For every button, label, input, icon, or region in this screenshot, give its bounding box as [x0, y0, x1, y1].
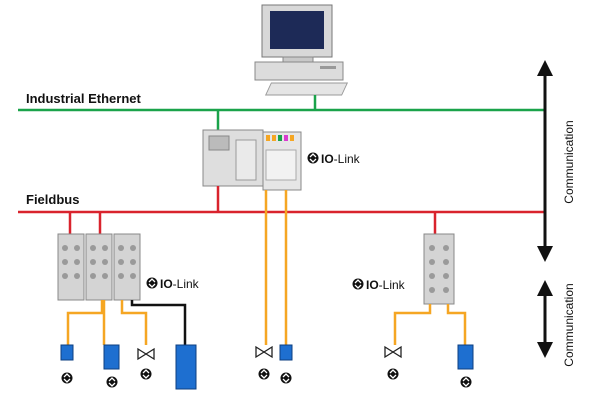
valve-icon: [137, 348, 155, 360]
io-link-logo-icon: [60, 367, 153, 389]
io-link-logo-icon: [145, 276, 159, 290]
sensor-icon: [60, 344, 74, 361]
io-link-master-left: [57, 233, 141, 301]
left-io-cables: [66, 300, 187, 345]
double-arrow-icon: [537, 60, 553, 262]
sensor-icon: [457, 344, 474, 370]
io-link-logo-icon: [351, 277, 365, 291]
fieldbus-bus: [18, 186, 546, 236]
fieldbus-label: Fieldbus: [26, 192, 79, 207]
valve-icon: [255, 346, 273, 358]
io-link-master-right: [423, 233, 455, 305]
industrial-ethernet-bus: [18, 95, 546, 132]
valve-icon: [384, 346, 402, 358]
io-link-label-left: IO-Link: [160, 277, 200, 291]
industrial-ethernet-label: Industrial Ethernet: [26, 91, 142, 106]
sensor-icon: [103, 344, 120, 370]
io-link-logo-icon: [306, 151, 320, 165]
controller-io-cables: [264, 190, 288, 345]
io-link-label-right: IO-Link: [366, 278, 406, 292]
double-arrow-icon: [537, 280, 553, 358]
sensor-icon: [279, 344, 293, 361]
io-link-logo-icon: [386, 367, 473, 389]
sensor-icon: [175, 344, 197, 390]
right-io-cables: [393, 304, 467, 345]
communication-label-lower: Communication: [562, 283, 576, 366]
io-link-logo-icon: [257, 367, 293, 385]
communication-label-upper: Communication: [562, 120, 576, 203]
computer-icon: [254, 4, 349, 96]
io-link-label-controller: IO-Link: [321, 152, 361, 166]
controller-station: [202, 129, 302, 191]
